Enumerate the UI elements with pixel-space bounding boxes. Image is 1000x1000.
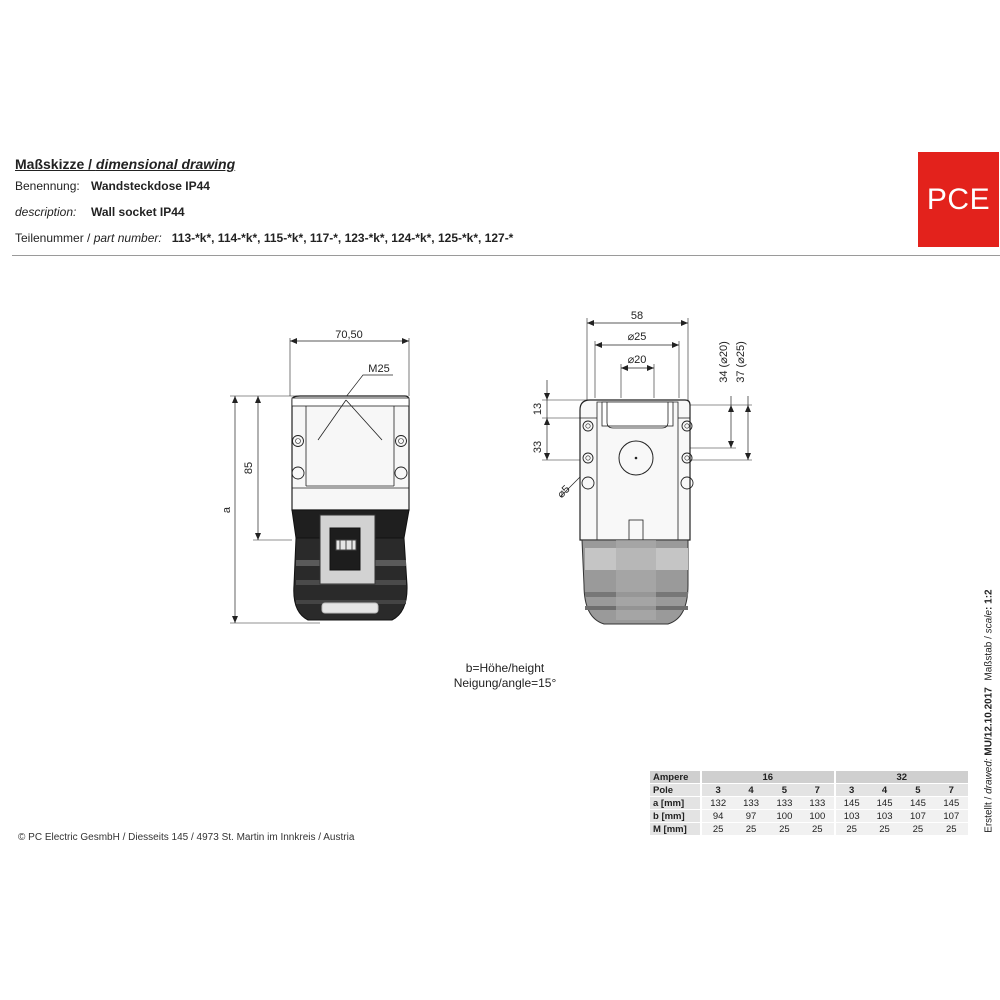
designation-label: Benennung:	[15, 179, 80, 193]
table-cell: 25	[833, 822, 868, 836]
table-cell: 25	[934, 822, 968, 836]
drawn-by-note: Erstellt / drawed: MU/12.10.2017	[984, 687, 995, 833]
side-view	[230, 338, 410, 624]
table-cell: 97	[734, 809, 768, 823]
table-cell: 100	[801, 809, 835, 823]
table-cell: 145	[934, 796, 968, 810]
table-cell: 107	[934, 809, 968, 823]
drawn-label-en: drawed:	[983, 758, 995, 794]
part-number-label-en: part number:	[93, 231, 162, 245]
company-address: PC Electric GesmbH / Diesseits 145 / 497…	[28, 832, 355, 843]
table-cell: 7	[934, 783, 968, 797]
drawing-title: Maßskizze / dimensional drawing	[15, 156, 235, 172]
front-hole-dia: ⌀5	[555, 483, 573, 501]
table-cell: 4	[867, 783, 902, 797]
table-cell: 103	[833, 809, 868, 823]
note-height: b=Höhe/height	[465, 661, 545, 675]
table-cell: 25	[867, 822, 902, 836]
front-dia-20: ⌀20	[628, 354, 647, 366]
title-de: Maßskizze /	[15, 156, 96, 172]
drawn-value: MU/12.10.2017	[983, 687, 995, 759]
logo-text: PCE	[926, 182, 991, 216]
table-cell: 107	[901, 809, 935, 823]
part-number-value: 113-*k*, 114-*k*, 115-*k*, 117-*, 123-*k…	[171, 231, 514, 245]
table-cell: 4	[734, 783, 768, 797]
table-cell: 25	[767, 822, 802, 836]
table-cell: 7	[801, 783, 835, 797]
ampere-32: 32	[833, 771, 968, 784]
front-mid-dim: 33	[532, 441, 544, 453]
table-cell: 133	[734, 796, 768, 810]
front-right-dim-1: 34 (⌀20)	[718, 341, 730, 382]
table-row: b [mm] 94 97 100 100 103 103 107 107	[650, 809, 968, 823]
copyright-symbol: ©	[18, 832, 26, 843]
part-number-row: Teilenummer / part number: 113-*k*, 114-…	[15, 231, 513, 245]
table-cell: 100	[767, 809, 802, 823]
table-cell: 25	[801, 822, 835, 836]
row-label: M [mm]	[650, 822, 701, 836]
designation-value: Wandsteckdose IP44	[91, 179, 210, 193]
side-width-dim: 70,50	[335, 329, 363, 341]
table-cell: 3	[833, 783, 868, 797]
table-cell: 25	[699, 822, 735, 836]
note-angle: Neigung/angle=15°	[453, 676, 557, 690]
front-right-dim-2: 37 (⌀25)	[735, 341, 747, 382]
company-footer: © PC Electric GesmbH / Diesseits 145 / 4…	[18, 832, 354, 843]
row-label: a [mm]	[650, 796, 701, 810]
table-cell: 5	[901, 783, 935, 797]
part-number-label-de: Teilenummer /	[15, 231, 94, 245]
title-en: dimensional drawing	[95, 156, 236, 172]
ampere-16: 16	[700, 771, 835, 784]
table-cell: 103	[867, 809, 902, 823]
designation-row: Benennung: Wandsteckdose IP44	[15, 179, 210, 193]
table-cell: 133	[767, 796, 802, 810]
drawing-note: b=Höhe/height Neigung/angle=15°	[430, 661, 580, 691]
side-height-dim: 85	[243, 462, 255, 474]
table-cell: 94	[699, 809, 735, 823]
table-cell: 3	[699, 783, 735, 797]
scale-label-en: scale	[983, 609, 995, 634]
table-cell: 145	[833, 796, 868, 810]
description-value: Wall socket IP44	[91, 205, 185, 219]
scale-label-de: Maßstab /	[983, 633, 995, 681]
drawn-label-de: Erstellt /	[983, 793, 995, 833]
row-label: Pole	[650, 783, 701, 797]
scale-value: : 1:2	[983, 589, 995, 610]
table-cell: 5	[767, 783, 802, 797]
scale-note: Maßstab / scale: 1:2	[984, 589, 995, 680]
front-dia-25: ⌀25	[628, 331, 647, 343]
ampere-label: Ampere	[650, 771, 701, 784]
pce-logo: PCE	[918, 152, 999, 247]
side-total-dim: a	[221, 506, 233, 513]
table-row: a [mm] 132 133 133 133 145 145 145 145	[650, 796, 968, 810]
table-cell: 145	[867, 796, 902, 810]
front-top-dim: 13	[532, 403, 544, 415]
table-row: M [mm] 25 25 25 25 25 25 25 25	[650, 822, 968, 836]
description-label: description:	[15, 205, 77, 219]
spec-table: Ampere 16 32 Pole 3 4 5 7 3 4 5 7 a [mm]…	[650, 771, 968, 836]
front-view	[542, 318, 752, 625]
table-cell: 133	[801, 796, 835, 810]
table-row: Ampere 16 32	[650, 771, 968, 784]
table-cell: 25	[901, 822, 935, 836]
front-width-dim: 58	[631, 310, 643, 322]
table-cell: 25	[734, 822, 768, 836]
table-row: Pole 3 4 5 7 3 4 5 7	[650, 783, 968, 797]
thread-label: M25	[368, 363, 389, 375]
header-divider	[12, 255, 1000, 256]
row-label: b [mm]	[650, 809, 701, 823]
table-cell: 132	[699, 796, 735, 810]
table-cell: 145	[901, 796, 935, 810]
description-row: description: Wall socket IP44	[15, 205, 185, 219]
